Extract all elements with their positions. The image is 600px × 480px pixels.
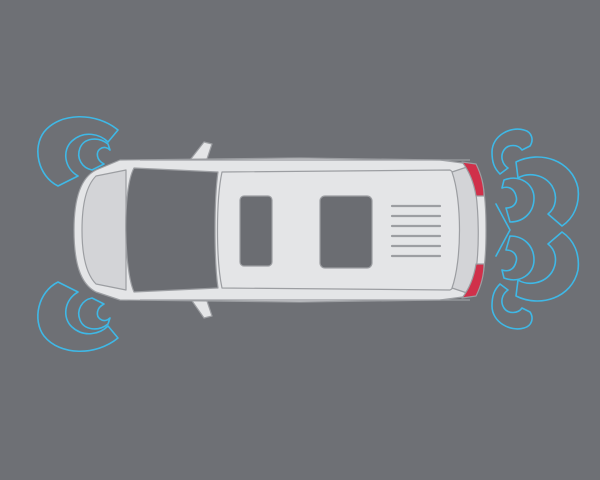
rear-center-sensor-wave xyxy=(495,203,511,257)
rear-center-left-sensor-wave xyxy=(501,156,580,227)
front-left-sensor-wave xyxy=(37,115,119,187)
rear-sunroof xyxy=(319,195,373,269)
right-taillight xyxy=(461,263,485,299)
front-right-sensor-wave xyxy=(37,281,119,353)
front-sensor-group xyxy=(37,115,119,353)
roof-rails xyxy=(390,204,442,258)
car-top-view xyxy=(73,141,487,319)
rear-center-right-sensor-wave xyxy=(501,231,580,302)
hood xyxy=(81,169,127,291)
rear-right-sensor-wave xyxy=(491,283,533,330)
rear-sensor-group xyxy=(491,128,580,330)
left-taillight xyxy=(461,161,485,197)
rear-left-sensor-wave xyxy=(491,128,533,175)
front-sunroof xyxy=(239,195,273,267)
windshield xyxy=(125,167,219,293)
